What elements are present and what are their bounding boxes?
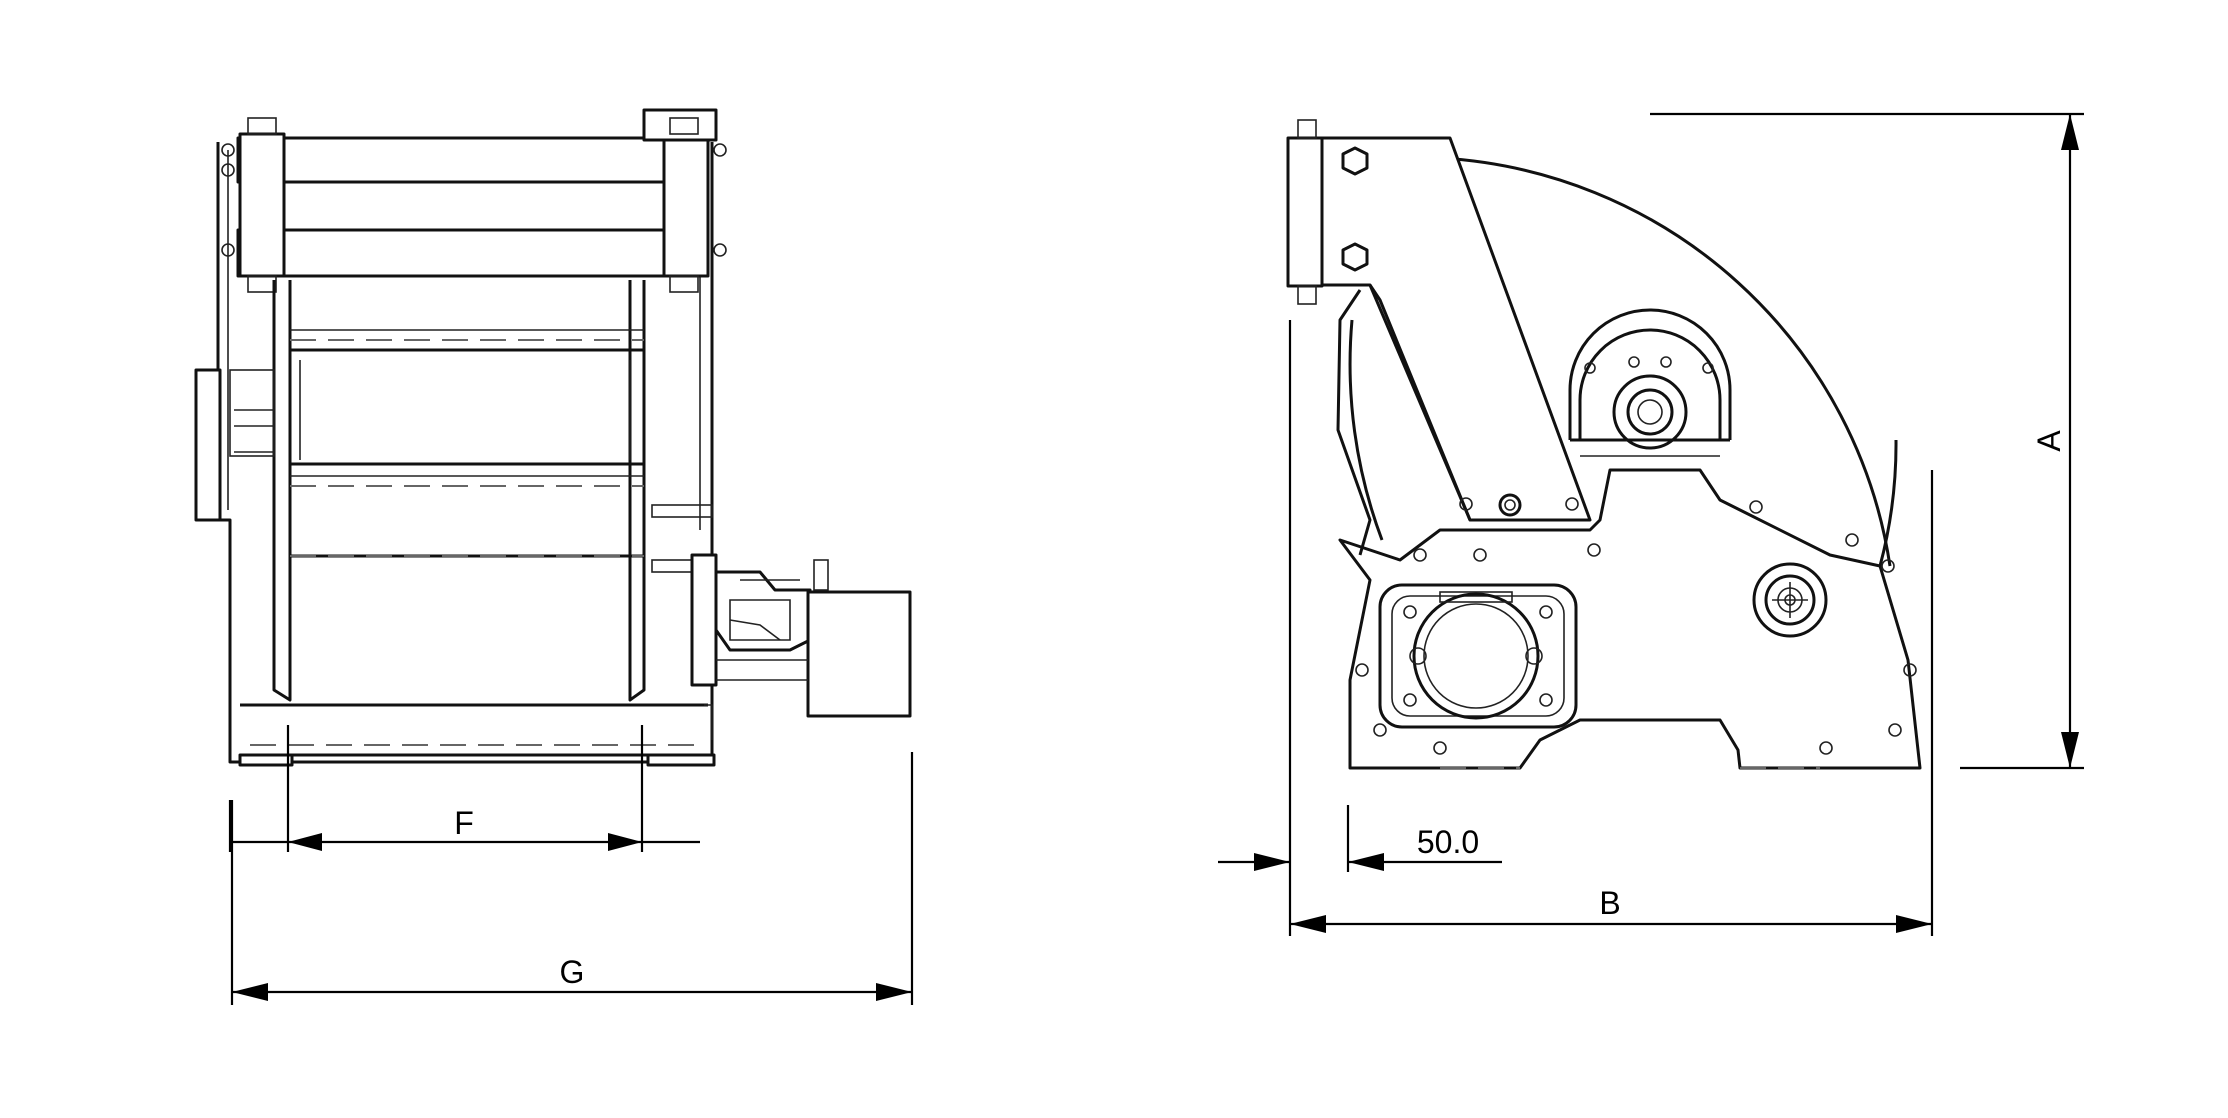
- dimension-a-label: A: [2031, 430, 2067, 452]
- front-view: [194, 108, 912, 767]
- side-view: [1286, 119, 1922, 770]
- dimension-f: [228, 725, 700, 852]
- dimension-offset-label: 50.0: [1417, 824, 1479, 860]
- dimension-g-label: G: [560, 954, 585, 990]
- dimension-g: [230, 752, 914, 1005]
- dimension-offset: [1218, 805, 1502, 872]
- dimension-b-label: B: [1599, 885, 1620, 921]
- dimension-f-label: F: [454, 805, 474, 841]
- dimension-b: [1288, 320, 1934, 936]
- dimension-a: [1650, 112, 2084, 770]
